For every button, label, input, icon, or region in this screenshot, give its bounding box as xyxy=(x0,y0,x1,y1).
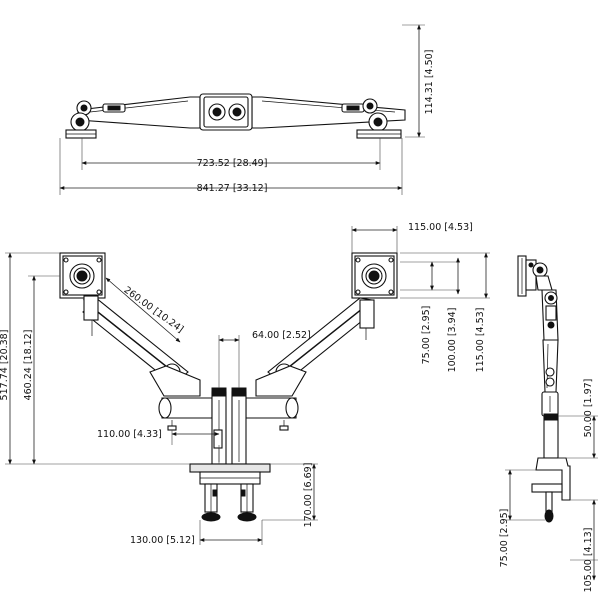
dim-vesa-plate: 115.00 [4.53] xyxy=(408,222,473,233)
dim-top-height: 114.31 [4.50] xyxy=(424,50,435,115)
dim-vesa-75: 75.00 [2.95] xyxy=(421,306,432,365)
dim-side-clamp-depth: 75.00 [2.95] xyxy=(499,509,510,568)
dim-clamp-width: 130.00 [5.12] xyxy=(130,535,195,546)
dim-side-post: 50.00 [1.97] xyxy=(583,379,594,438)
top-view: 114.31 [4.50] 723.52 [28.49] 841.27 [33.… xyxy=(59,24,435,195)
dim-clamp-height: 170.00 [6.69] xyxy=(303,463,314,528)
dim-post-spacing: 64.00 [2.52] xyxy=(252,330,311,341)
dim-top-outer-width: 841.27 [33.12] xyxy=(197,183,268,194)
dim-total-height: 517.74 [20.38] xyxy=(0,330,10,401)
dim-side-clamp-open: 105.00 [4.13] xyxy=(583,528,594,593)
dim-vesa-100: 100.00 [3.94] xyxy=(447,308,458,373)
dim-vesa-115: 115.00 [4.53] xyxy=(475,308,486,373)
dim-top-inner-width: 723.52 [28.49] xyxy=(197,158,268,169)
front-view: 517.74 [20.38] 460.24 [18.12] 115.00 [4.… xyxy=(0,222,490,546)
dim-mount-height: 460.24 [18.12] xyxy=(23,330,34,401)
dim-post-offset: 110.00 [4.33] xyxy=(97,429,162,440)
side-view: 50.00 [1.97] 75.00 [2.95] 105.00 [4.13] xyxy=(499,255,598,593)
